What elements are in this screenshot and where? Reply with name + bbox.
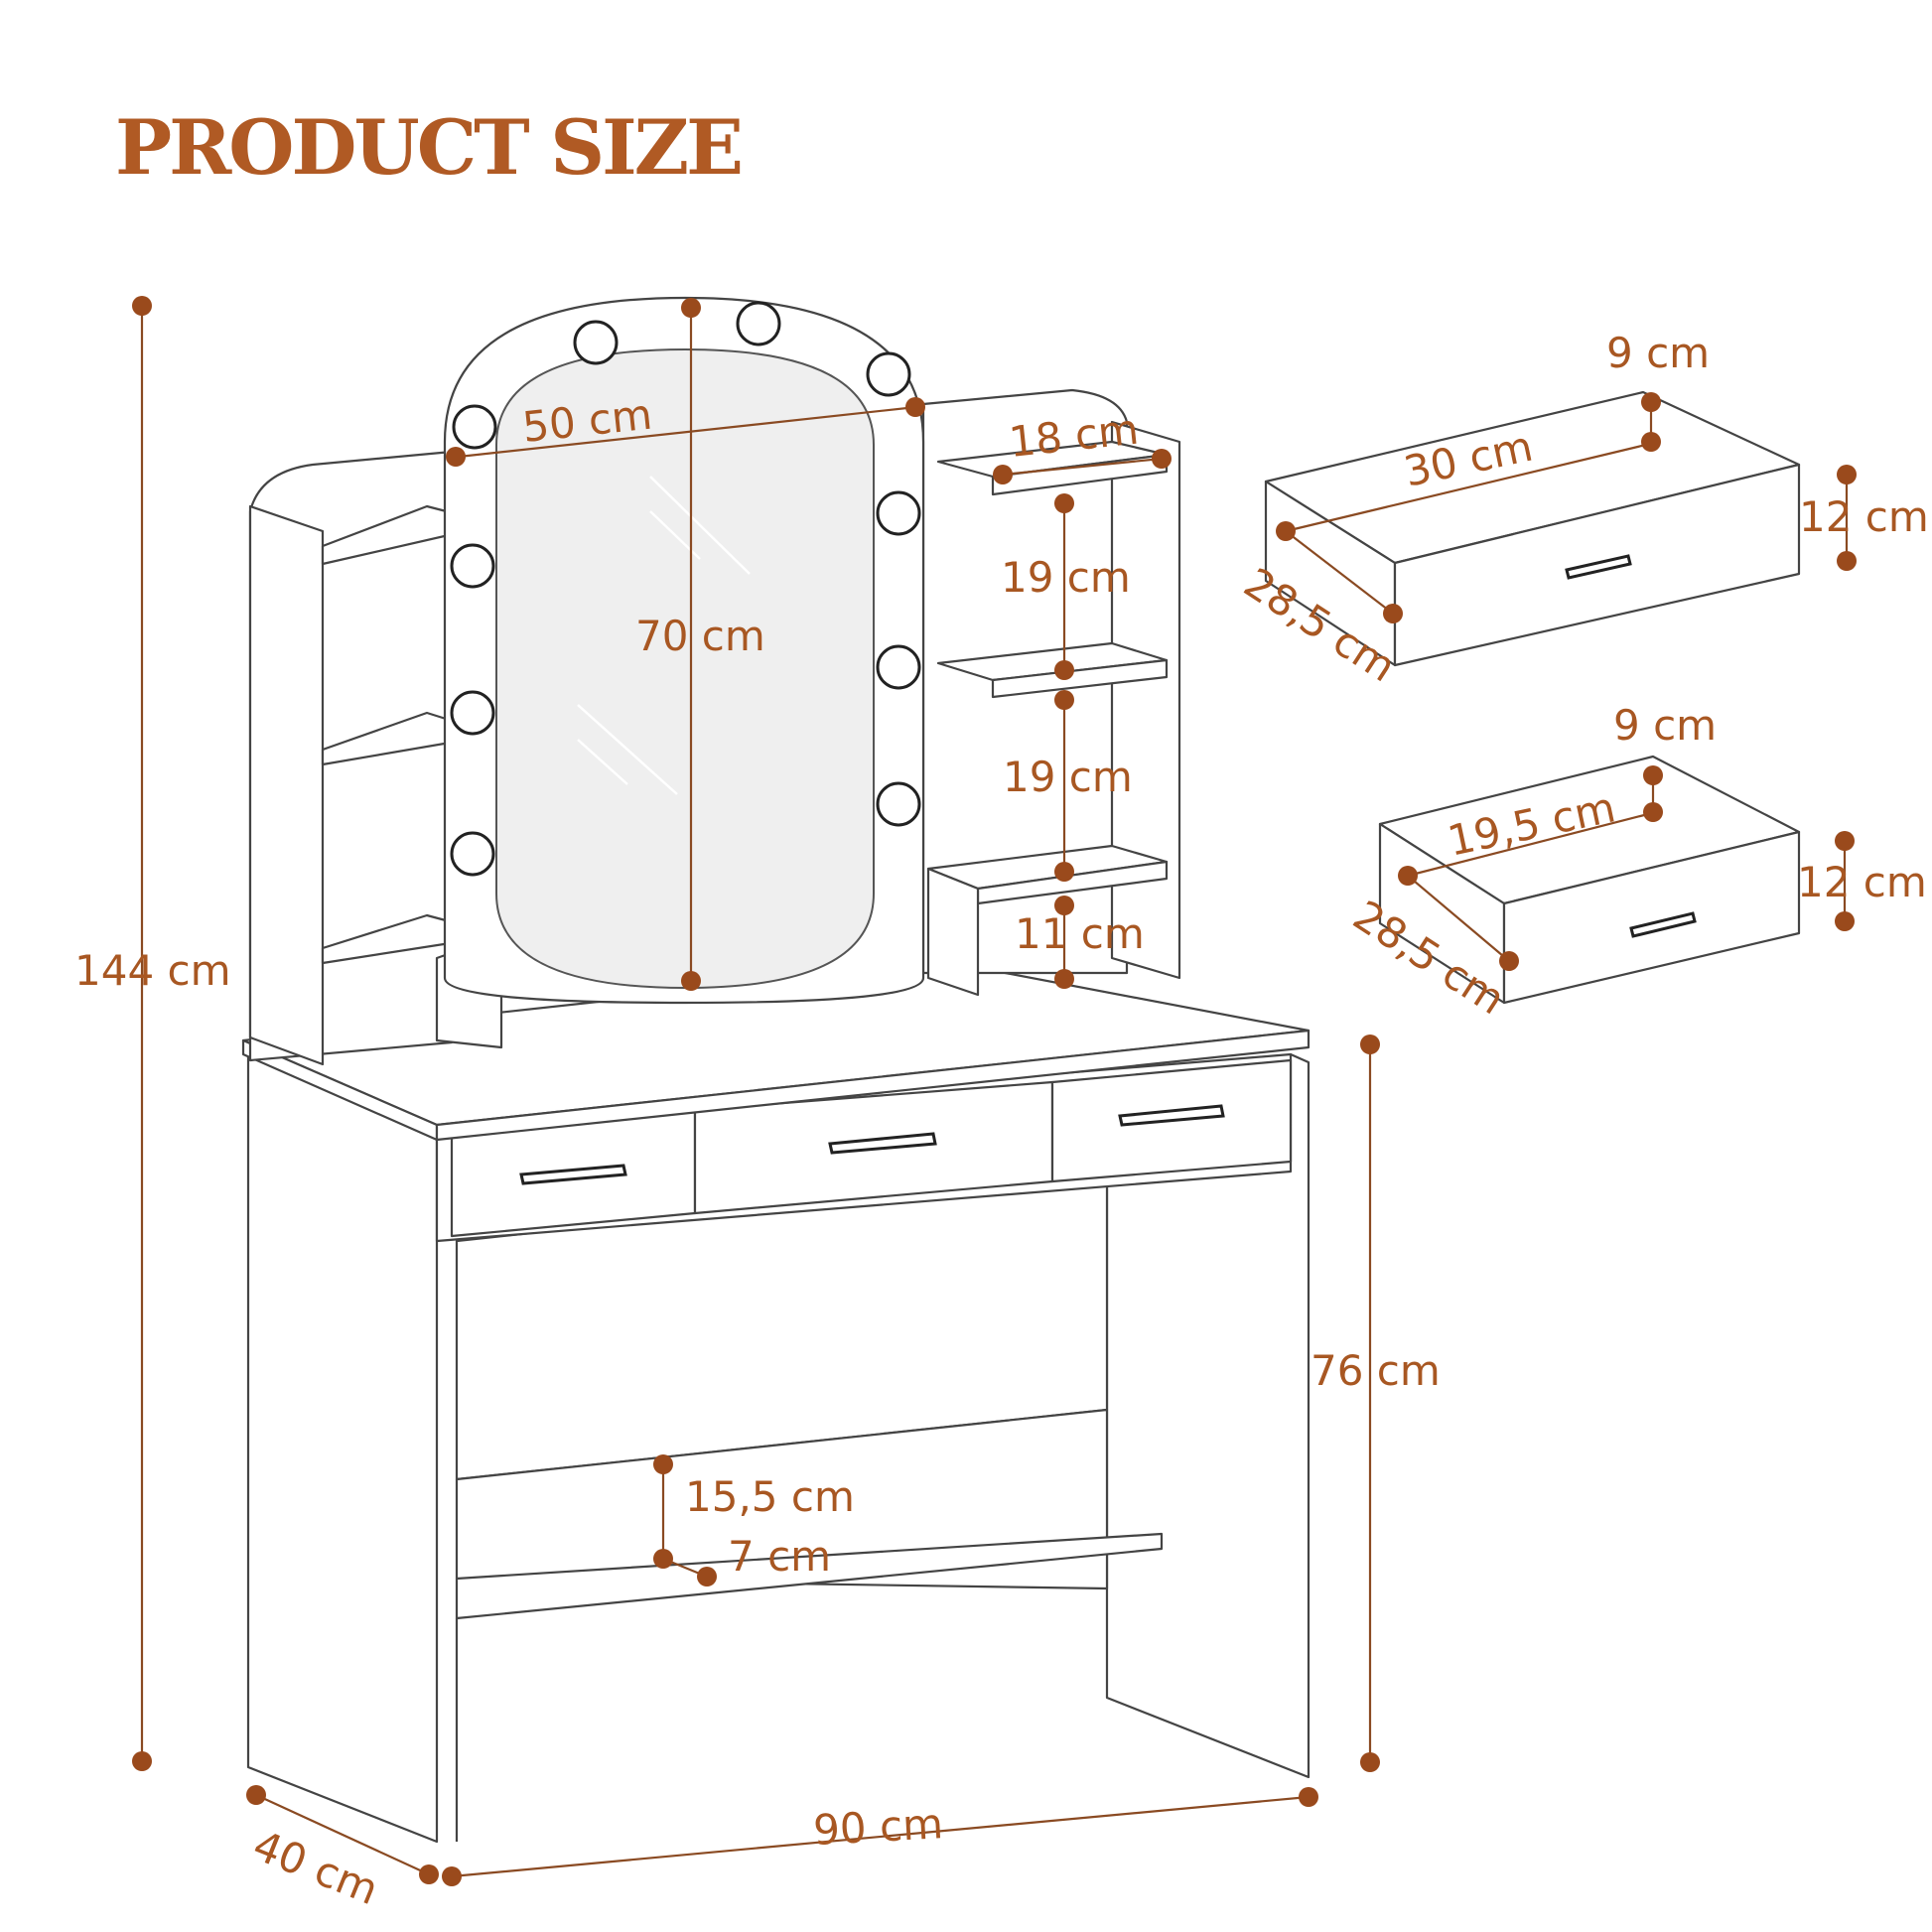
- shelf-gap-3-label: 11 cm: [1015, 909, 1145, 958]
- total-height-label: 144 cm: [74, 946, 231, 995]
- depth-label: 40 cm: [246, 1821, 385, 1914]
- drawer-large-height-top-label: 9 cm: [1606, 329, 1710, 377]
- table-height-label: 76 cm: [1311, 1346, 1441, 1395]
- dimension-lines: [140, 308, 1849, 1878]
- light-bulb-icon: [876, 781, 921, 827]
- light-bulb-icon: [736, 301, 781, 346]
- shelf-gap-2-label: 19 cm: [1003, 753, 1133, 801]
- light-bulb-icon: [876, 490, 921, 536]
- mirror-height-label: 70 cm: [635, 612, 765, 660]
- drawer-small-height-top-label: 9 cm: [1613, 701, 1717, 750]
- lower-shelf-height-label: 15,5 cm: [685, 1472, 855, 1521]
- dimension-dots: [132, 296, 1857, 1886]
- lower-shelf-depth-label: 7 cm: [728, 1532, 831, 1581]
- light-bulb-icon: [573, 320, 619, 365]
- vanity-illustration: [241, 296, 1311, 1844]
- drawer-small-front-height-label: 12 cm: [1797, 858, 1927, 906]
- drawer-large-front-height-label: 12 cm: [1799, 492, 1929, 541]
- shelf-gap-1-label: 19 cm: [1001, 553, 1131, 602]
- light-bulb-icon: [452, 404, 497, 450]
- light-bulb-icon: [876, 644, 921, 690]
- light-bulb-icon: [866, 351, 911, 397]
- light-bulb-icon: [450, 690, 495, 736]
- width-label: 90 cm: [812, 1799, 944, 1855]
- light-bulb-icon: [450, 543, 495, 589]
- page-title: PRODUCT SIZE: [115, 103, 744, 192]
- light-bulb-icon: [450, 831, 495, 877]
